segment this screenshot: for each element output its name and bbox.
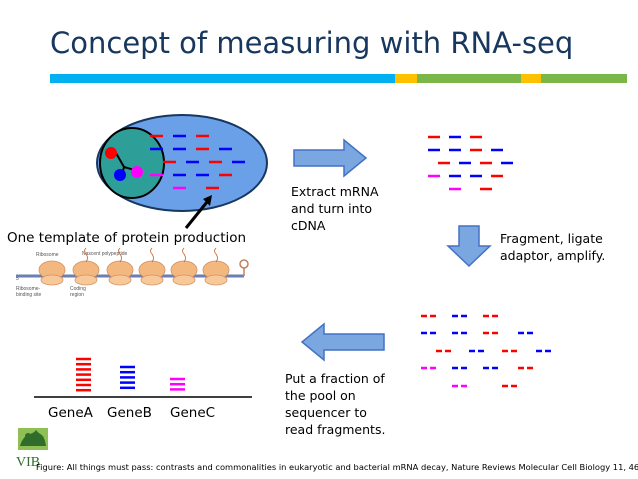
coding-label-2: region	[70, 292, 84, 298]
ribosomes	[38, 247, 230, 286]
binding-site-label-1: Ribosome-	[16, 286, 41, 292]
sequence-line-1: Put a fraction of	[285, 371, 385, 386]
extract-label: Extract mRNA and turn into cDNA	[291, 183, 379, 234]
gene-b-label: GeneB	[107, 405, 152, 421]
bar-segment-green-2	[541, 74, 627, 83]
bar-segment-blue	[50, 74, 395, 83]
ribosome-small	[204, 274, 228, 286]
sequence-line-2: the pool on	[285, 388, 356, 403]
ribosome-small	[108, 274, 132, 286]
arrow-right	[293, 138, 368, 178]
ribosome-figure: Ribosome Nascent polypeptide 5' Ribosome…	[16, 247, 249, 298]
sequence-line-3: sequencer to	[285, 405, 367, 420]
nascent-chain	[150, 247, 154, 263]
ribosome-small	[172, 274, 196, 286]
ribosome-small	[74, 274, 98, 286]
bar-segment-yellow	[395, 74, 417, 83]
bar-segment-yellow-2	[521, 74, 541, 83]
nascent-chain	[182, 247, 186, 263]
fragment-line-1: Fragment, ligate	[500, 231, 603, 246]
binding-site-label-2: binding site	[16, 292, 42, 298]
slide-title: Concept of measuring with RNA-seq	[50, 26, 574, 60]
vib-logo-text: VIB	[16, 455, 40, 470]
fragment-label: Fragment, ligate adaptor, amplify.	[500, 230, 605, 264]
extract-line-2: and turn into	[291, 201, 373, 216]
extract-line-3: cDNA	[291, 218, 326, 233]
gene-a-label: GeneA	[48, 405, 93, 421]
coding-label-1: Coding	[70, 286, 86, 292]
nascent-chain	[118, 247, 122, 263]
sequence-line-4: read fragments.	[285, 422, 386, 437]
nascent-label: Nascent polypeptide	[82, 251, 128, 257]
gene-c-label: GeneC	[170, 405, 216, 421]
vib-logo: VIB	[16, 428, 48, 470]
ribosome-small	[140, 274, 164, 286]
blue-molecule	[114, 169, 126, 181]
ribosome-label: Ribosome	[36, 252, 59, 258]
arrow-left	[300, 322, 385, 362]
figure-caption: Figure: All things must pass: contrasts …	[36, 462, 638, 472]
five-prime-label: 5'	[16, 276, 20, 282]
sequence-label: Put a fraction of the pool on sequencer …	[285, 370, 385, 438]
bar-segment-green	[417, 74, 521, 83]
magenta-molecule	[131, 166, 143, 178]
nascent-chain	[214, 247, 218, 263]
arrow-down	[446, 225, 492, 268]
red-molecule	[105, 147, 117, 159]
nascent-chain	[84, 247, 88, 263]
ribosome-small	[40, 274, 64, 286]
protein-template-label: One template of protein production	[7, 230, 247, 246]
fragment-line-2: adaptor, amplify.	[500, 248, 606, 263]
extract-line-1: Extract mRNA	[291, 184, 379, 199]
